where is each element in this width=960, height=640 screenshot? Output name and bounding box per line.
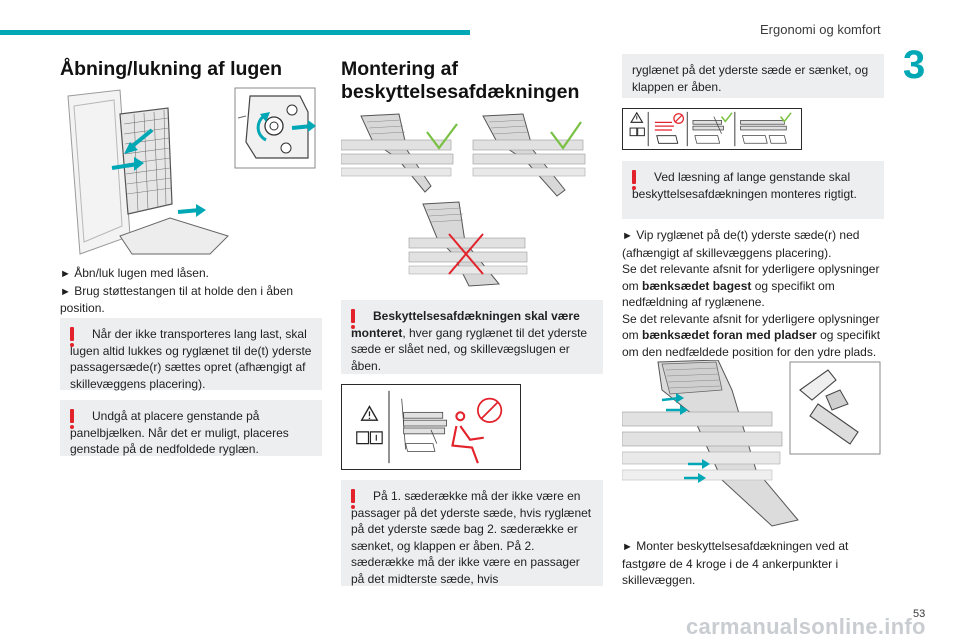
note-panel-beam: Undgå at placere genstande på panelbjælk… xyxy=(60,400,322,456)
watermark-text: carmanualsonline.info xyxy=(686,614,926,639)
bullet-icon: ► xyxy=(622,541,633,553)
manual-book-icon xyxy=(356,431,383,445)
note-hatch-closed: Når der ikke transporteres lang last, sk… xyxy=(60,318,322,391)
cover-mounting-illustration xyxy=(341,110,603,290)
bullet-icon: ► xyxy=(60,285,71,298)
cover-hooks-illustration xyxy=(622,360,884,528)
hatch-step-2: ► Brug støttestangen til at holde den i … xyxy=(60,283,294,316)
cover-step-2: ► Monter beskyttelsesafdækningen ved at … xyxy=(622,539,849,587)
cover-step-1: ► Vip ryglænet på de(t) yderste sæde(r) … xyxy=(622,228,860,260)
green-check-icon xyxy=(720,112,733,123)
warning-triangle-icon xyxy=(360,405,379,421)
cover-required-bold: Beskyttelsesafdækningen skal være monter… xyxy=(351,309,580,340)
warning-icon xyxy=(69,327,75,347)
green-check-icon xyxy=(426,123,458,150)
note-long-objects: Ved læsning af lange genstande skal besk… xyxy=(622,161,884,219)
seat-warning-pictogram xyxy=(341,384,521,470)
heading-mounting-cover: Montering af beskyttelsesafdækningen xyxy=(341,58,580,103)
hatch-steps: ► Åbn/luk lugen med låsen. ► Brug støtte… xyxy=(60,265,322,317)
note-passenger-rows-continued: ryglænet på det yderste sæde er sænket, … xyxy=(622,54,884,98)
warning-icon xyxy=(350,489,356,509)
note-passenger-rows: På 1. sæderække må der ikke være en pass… xyxy=(341,480,603,586)
cover-fit-pictogram xyxy=(622,108,802,150)
page-number: 53 xyxy=(913,608,926,620)
warning-icon xyxy=(69,409,75,429)
cover-instructions: ► Vip ryglænet på de(t) yderste sæde(r) … xyxy=(622,227,886,360)
manual-book-icon xyxy=(629,127,645,137)
heading-opening-hatch: Åbning/lukning af lugen xyxy=(60,58,283,80)
cover-required-rest: , hver gang ryglænet til det yderste sæd… xyxy=(351,325,588,373)
hatch-illustration xyxy=(60,86,320,256)
red-cross-icon xyxy=(448,233,484,275)
cover-para-rear-bench: Se det relevante afsnit for yderligere o… xyxy=(622,262,880,309)
warning-icon xyxy=(631,170,637,190)
cover-para-front-bench: Se det relevante afsnit for yderligere o… xyxy=(622,311,881,359)
warning-icon xyxy=(350,309,356,329)
section-title: Ergonomi og komfort xyxy=(760,22,881,37)
prohibited-icon xyxy=(477,397,503,423)
warning-triangle-icon xyxy=(630,111,644,123)
bullet-icon: ► xyxy=(622,230,633,242)
accent-top-bar xyxy=(0,30,470,35)
green-check-icon xyxy=(550,121,582,150)
hatch-step-1: ► Åbn/luk lugen med låsen. xyxy=(60,266,209,280)
prohibited-icon xyxy=(673,113,685,124)
bullet-icon: ► xyxy=(60,268,71,280)
chapter-number: 3 xyxy=(903,43,926,87)
green-check-icon xyxy=(779,112,792,123)
note-cover-required: Beskyttelsesafdækningen skal være monter… xyxy=(341,300,603,374)
